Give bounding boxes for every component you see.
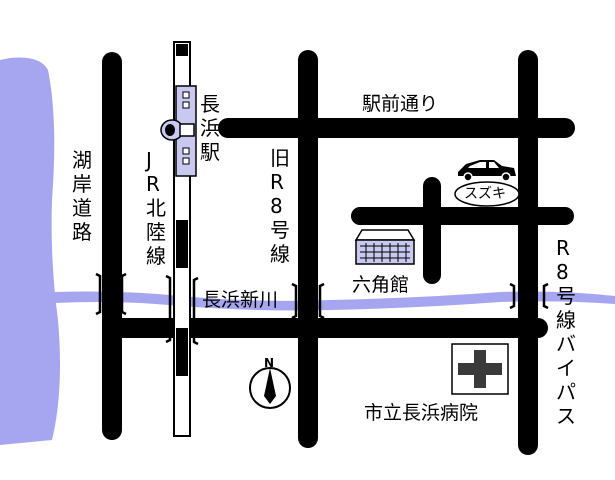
north-label: N [264, 356, 275, 370]
nagahama-station [160, 85, 197, 177]
hospital-label: 市立長浜病院 [364, 402, 479, 424]
compass-icon [249, 367, 291, 409]
rokkakukan-building-icon [354, 229, 416, 265]
station-avenue-label: 駅前通り [362, 93, 439, 115]
station-label: 長浜駅 [200, 92, 220, 164]
suzuki-oval [454, 181, 520, 207]
bridges [95, 272, 549, 346]
suzuki-car-icon [458, 160, 516, 182]
rokkakukan-label: 六角館 [352, 274, 410, 296]
river-label: 長浜新川 [202, 289, 279, 311]
lakeshore-road-label: 湖岸道路 [72, 148, 92, 244]
hospital-cross-icon [451, 343, 509, 395]
lake [0, 57, 60, 445]
suzuki-label: スズキ [464, 186, 506, 202]
